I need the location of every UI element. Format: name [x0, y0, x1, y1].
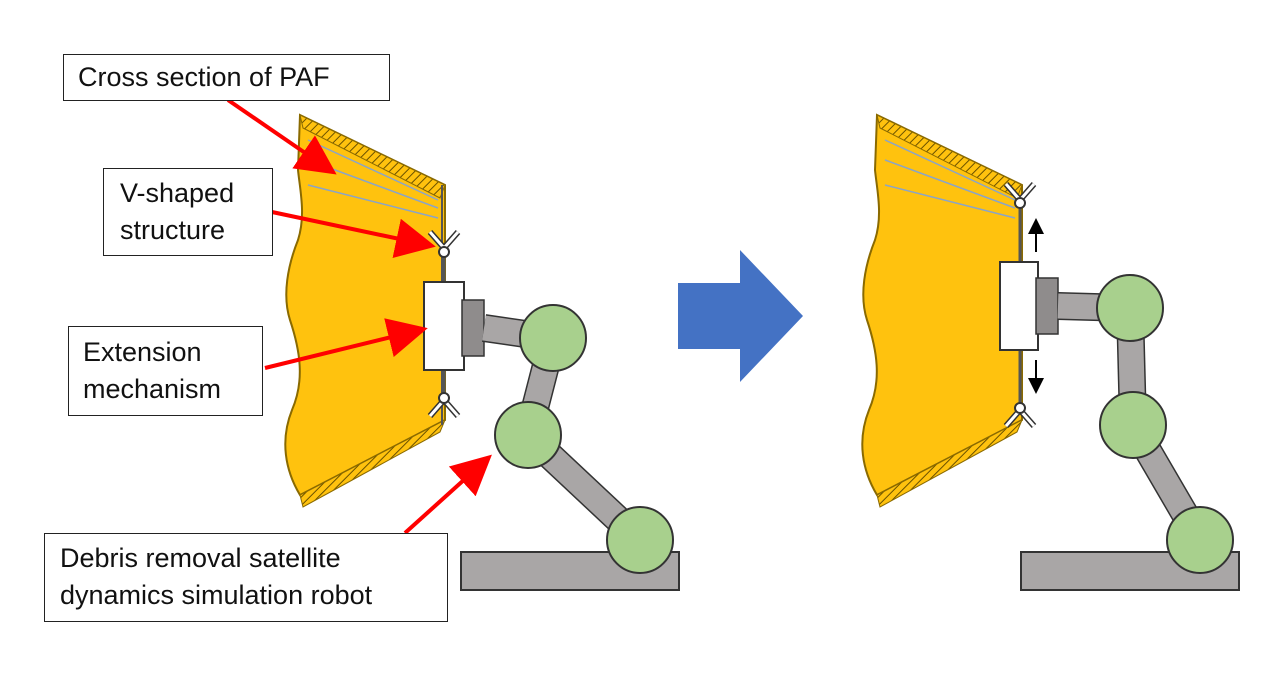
- extension-mechanism-right: [999, 200, 1059, 412]
- transition-arrow: [678, 250, 803, 382]
- label-robot-line-1: Debris removal satellite: [60, 543, 341, 573]
- v-shaped-structure-bottom-left: [427, 392, 461, 418]
- robot-arm-right: [1020, 274, 1240, 591]
- label-cross-section-paf: Cross section of PAF: [63, 54, 390, 101]
- paf-cross-section-right: [861, 113, 1023, 508]
- label-paf-text: Cross section of PAF: [78, 62, 330, 92]
- label-ext-line-1: Extension: [83, 337, 202, 367]
- arrow-v-structure: [271, 210, 436, 258]
- arrow-extension: [264, 318, 428, 370]
- label-v-line-1: V-shaped: [120, 178, 235, 208]
- label-robot-line-2: dynamics simulation robot: [60, 580, 373, 610]
- label-ext-line-2: mechanism: [83, 374, 222, 404]
- left-scene: [226, 98, 680, 591]
- label-v-shaped-structure: V-shaped structure: [103, 168, 273, 256]
- joint-1-left: [519, 304, 587, 372]
- joint-2-left: [494, 401, 562, 469]
- joint-2-right: [1099, 391, 1167, 459]
- arrow-paf: [226, 98, 337, 175]
- arrow-robot: [403, 454, 492, 535]
- extension-mechanism-left: [423, 248, 485, 400]
- v-shaped-structure-bottom-right: [1003, 402, 1037, 428]
- joint-3-left: [606, 506, 674, 574]
- label-extension-mechanism: Extension mechanism: [68, 326, 263, 416]
- paf-cross-section-left: [284, 113, 446, 508]
- v-shaped-structure-top-right: [1003, 182, 1037, 209]
- label-debris-removal-robot: Debris removal satellite dynamics simula…: [44, 533, 448, 622]
- label-v-line-2: structure: [120, 215, 226, 245]
- robot-arm-left: [460, 304, 680, 591]
- right-scene: [861, 113, 1240, 591]
- joint-1-right: [1096, 274, 1164, 342]
- joint-3-right: [1166, 506, 1234, 574]
